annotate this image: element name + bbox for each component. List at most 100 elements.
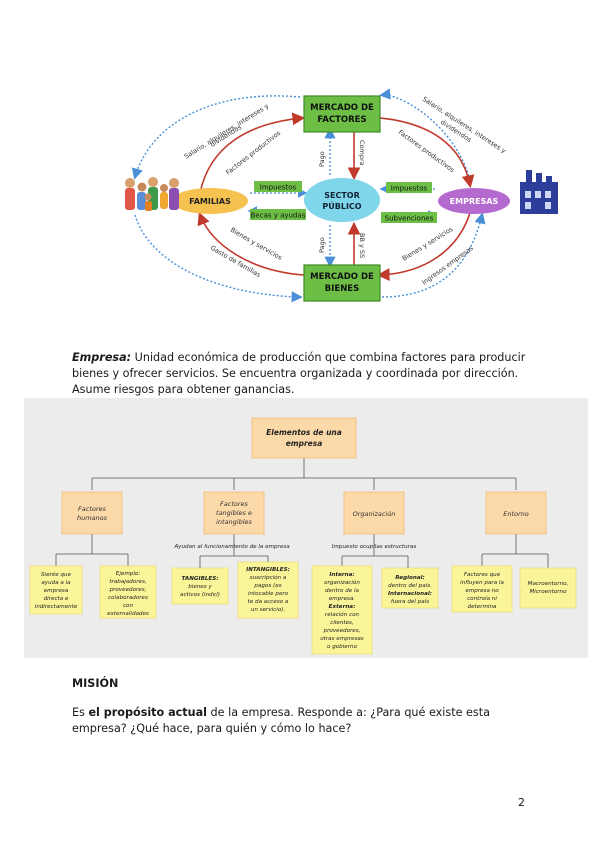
map-leaf-tangible-1-line-2: bienes y bbox=[188, 584, 212, 590]
tag-taxes-left bbox=[254, 181, 302, 192]
map-leaf-human-2-line-4: colaboradores bbox=[108, 595, 148, 601]
mision-paragraph: Es el propósito actual de la empresa. Re… bbox=[72, 705, 532, 737]
map-leaf-env-2-line-1: Macroentorno, bbox=[528, 581, 569, 587]
map-leaf-human-2-line-6: externalidades bbox=[107, 611, 149, 617]
map-leaf-human-2: Ejemplo: trabajadores, proveedores, cola… bbox=[99, 565, 157, 619]
map-note-tangible: Ayudan al funcionamiento de la empresa bbox=[173, 544, 290, 550]
map-leaf-human-1-line-2: ayuda a la bbox=[41, 580, 71, 586]
map-branch-tangible: Factores tangibles e intangibles bbox=[203, 491, 265, 535]
map-leaf-env-1-line-3: empresa no bbox=[465, 588, 499, 594]
flow-arrow-factors-left bbox=[199, 112, 306, 194]
mision-heading: MISIÓN bbox=[72, 677, 119, 690]
label-pay-bottom: Pago bbox=[318, 237, 326, 253]
tag-taxes-left-label: Impuestos bbox=[260, 184, 297, 192]
map-note-organization: Impuesto ocupilas estructuras bbox=[332, 544, 417, 550]
flow-arrow-goods-right bbox=[376, 212, 471, 281]
map-leaf-human-2-line-5: con bbox=[123, 603, 133, 609]
map-leaf-org-2: Regional: dentro del país. Internacional… bbox=[381, 567, 439, 609]
node-firms-label: EMPRESAS bbox=[450, 197, 499, 206]
definition-line-2: bienes y ofrecer servicios. Se encuentra… bbox=[72, 367, 519, 380]
node-goods-market-label-1: MERCADO DE bbox=[310, 272, 374, 282]
tag-subsidies-right-label: Subvenciones bbox=[385, 215, 434, 223]
label-rent-right-1: Salario, alquileres, intereses y bbox=[421, 95, 508, 155]
map-branch-human-label-1: Factores bbox=[78, 505, 106, 513]
page-number: 2 bbox=[518, 796, 525, 809]
map-leaf-org-1-line-8: proveedores, bbox=[323, 628, 361, 634]
map-leaf-env-1: Factores que influyen para la empresa no… bbox=[451, 565, 513, 613]
map-leaf-tangible-2-line-1: INTANGIBLES: bbox=[246, 567, 290, 573]
label-goods-right: Bienes y servicios bbox=[401, 225, 455, 263]
map-leaf-human-1-line-4: directa e bbox=[44, 596, 69, 602]
node-public-sector-label-1: SECTOR bbox=[324, 191, 360, 200]
map-leaf-tangible-1-line-3: activos (indv/) bbox=[180, 592, 220, 598]
map-leaf-org-2-line-2: dentro del país. bbox=[388, 582, 432, 589]
map-leaf-tangible-2-line-3: pagos (es bbox=[253, 583, 281, 589]
map-branch-environment: Entorno bbox=[485, 491, 547, 535]
map-leaf-org-2-line-1: Regional: bbox=[395, 575, 425, 581]
map-leaf-org-1-line-4: empresa. bbox=[329, 596, 356, 602]
map-leaf-org-1-line-1: Interna: bbox=[329, 572, 354, 578]
map-leaf-env-1-line-4: controla ni bbox=[467, 596, 497, 602]
mision-line-1: Es el propósito actual de la empresa. Re… bbox=[72, 705, 532, 721]
definition-text-1: Unidad económica de producción que combi… bbox=[134, 351, 526, 364]
map-leaf-org-2-line-3: Internacional: bbox=[388, 591, 432, 597]
map-leaf-tangible-2-line-2: suscripción a bbox=[250, 574, 287, 581]
map-branch-tangible-label-2: tangibles e bbox=[216, 509, 252, 517]
label-income-right: Ingresos empresas bbox=[420, 244, 475, 287]
node-goods-market-label-2: BIENES bbox=[325, 284, 360, 294]
map-leaf-org-1-line-2: organización bbox=[324, 579, 360, 586]
flow-arrow-factors-right bbox=[379, 117, 475, 189]
node-factor-market bbox=[303, 95, 381, 133]
tag-taxes-right bbox=[386, 182, 432, 193]
map-branch-tangible-label-1: Factores bbox=[220, 500, 248, 508]
map-leaf-tangible-2-line-6: un servicio). bbox=[251, 607, 286, 613]
map-leaf-org-1-line-7: clientes, bbox=[330, 620, 354, 626]
definition-term: Empresa: bbox=[72, 351, 132, 364]
map-leaf-human-1-line-1: Siente que bbox=[41, 572, 72, 578]
map-branch-organization: Organización bbox=[343, 491, 405, 535]
flow-arrow-goods-left bbox=[197, 212, 305, 276]
tag-grants-left-label: Becas y ayudas bbox=[251, 212, 306, 220]
map-leaf-env-1-line-1: Factores que bbox=[464, 572, 501, 578]
map-connectors bbox=[55, 458, 549, 568]
mision-line-1-post: de la empresa. Responde a: ¿Para qué exi… bbox=[207, 706, 490, 719]
definition-line-1: Empresa: Unidad económica de producción … bbox=[72, 350, 532, 366]
circular-flow-diagram: MERCADO DE FACTORES MERCADO DE BIENES FA… bbox=[125, 88, 558, 303]
node-goods-market bbox=[303, 264, 381, 302]
map-root-label-2: empresa bbox=[286, 439, 323, 448]
map-leaf-human-1-line-5: indirectamente bbox=[35, 604, 78, 610]
map-leaf-org-1-line-10: o gobierno bbox=[327, 644, 358, 650]
elements-map: Elementos de una empresa Factores humano… bbox=[29, 417, 577, 655]
map-leaf-human-2-line-2: trabajadores, bbox=[109, 579, 147, 585]
factory-icon bbox=[520, 170, 558, 214]
map-leaf-env-2-line-2: Microentorno bbox=[529, 589, 567, 595]
map-leaf-tangible-1: TANGIBLES: bienes y activos (indv/) bbox=[171, 567, 229, 605]
mision-line-2: empresa? ¿Qué hace, para quién y cómo lo… bbox=[72, 722, 352, 735]
label-factors-right: Factores productivos bbox=[397, 128, 457, 174]
node-families bbox=[172, 188, 248, 214]
map-leaf-human-1-line-3: empresa bbox=[44, 588, 69, 594]
map-leaf-human-1: Siente que ayuda a la empresa directa e … bbox=[29, 565, 83, 615]
map-leaf-tangible-1-line-1: TANGIBLES: bbox=[182, 576, 219, 582]
mision-line-1-pre: Es bbox=[72, 706, 89, 719]
label-pay-top: Pago bbox=[318, 151, 326, 167]
mision-line-1-bold: el propósito actual bbox=[88, 706, 207, 719]
label-spending-left: Gasto de familias bbox=[209, 244, 263, 280]
map-root-label-1: Elementos de una bbox=[266, 428, 342, 437]
label-goods-services: BB y SS bbox=[358, 233, 366, 258]
node-factor-market-label-2: FACTORES bbox=[317, 115, 366, 125]
map-leaf-human-2-line-1: Ejemplo: bbox=[116, 571, 141, 577]
node-public-sector-label-2: PÚBLICO bbox=[322, 200, 361, 211]
flow-arrow-rent-right bbox=[379, 88, 471, 181]
map-branch-organization-label: Organización bbox=[353, 510, 396, 518]
map-leaf-org-1-line-6: relación con bbox=[325, 611, 360, 618]
node-public-sector bbox=[304, 178, 380, 222]
map-root-box bbox=[251, 417, 357, 459]
tag-taxes-right-label: Impuestos bbox=[391, 185, 428, 193]
map-leaf-org-1-line-9: otras empresas bbox=[320, 636, 364, 642]
definition-paragraph: Empresa: Unidad económica de producción … bbox=[72, 350, 532, 398]
flow-arrow-spending-left bbox=[134, 214, 303, 303]
map-leaf-org-1-line-3: dentro de la bbox=[325, 588, 360, 594]
tag-grants-left bbox=[250, 209, 306, 220]
tag-subsidies-right bbox=[381, 212, 437, 223]
